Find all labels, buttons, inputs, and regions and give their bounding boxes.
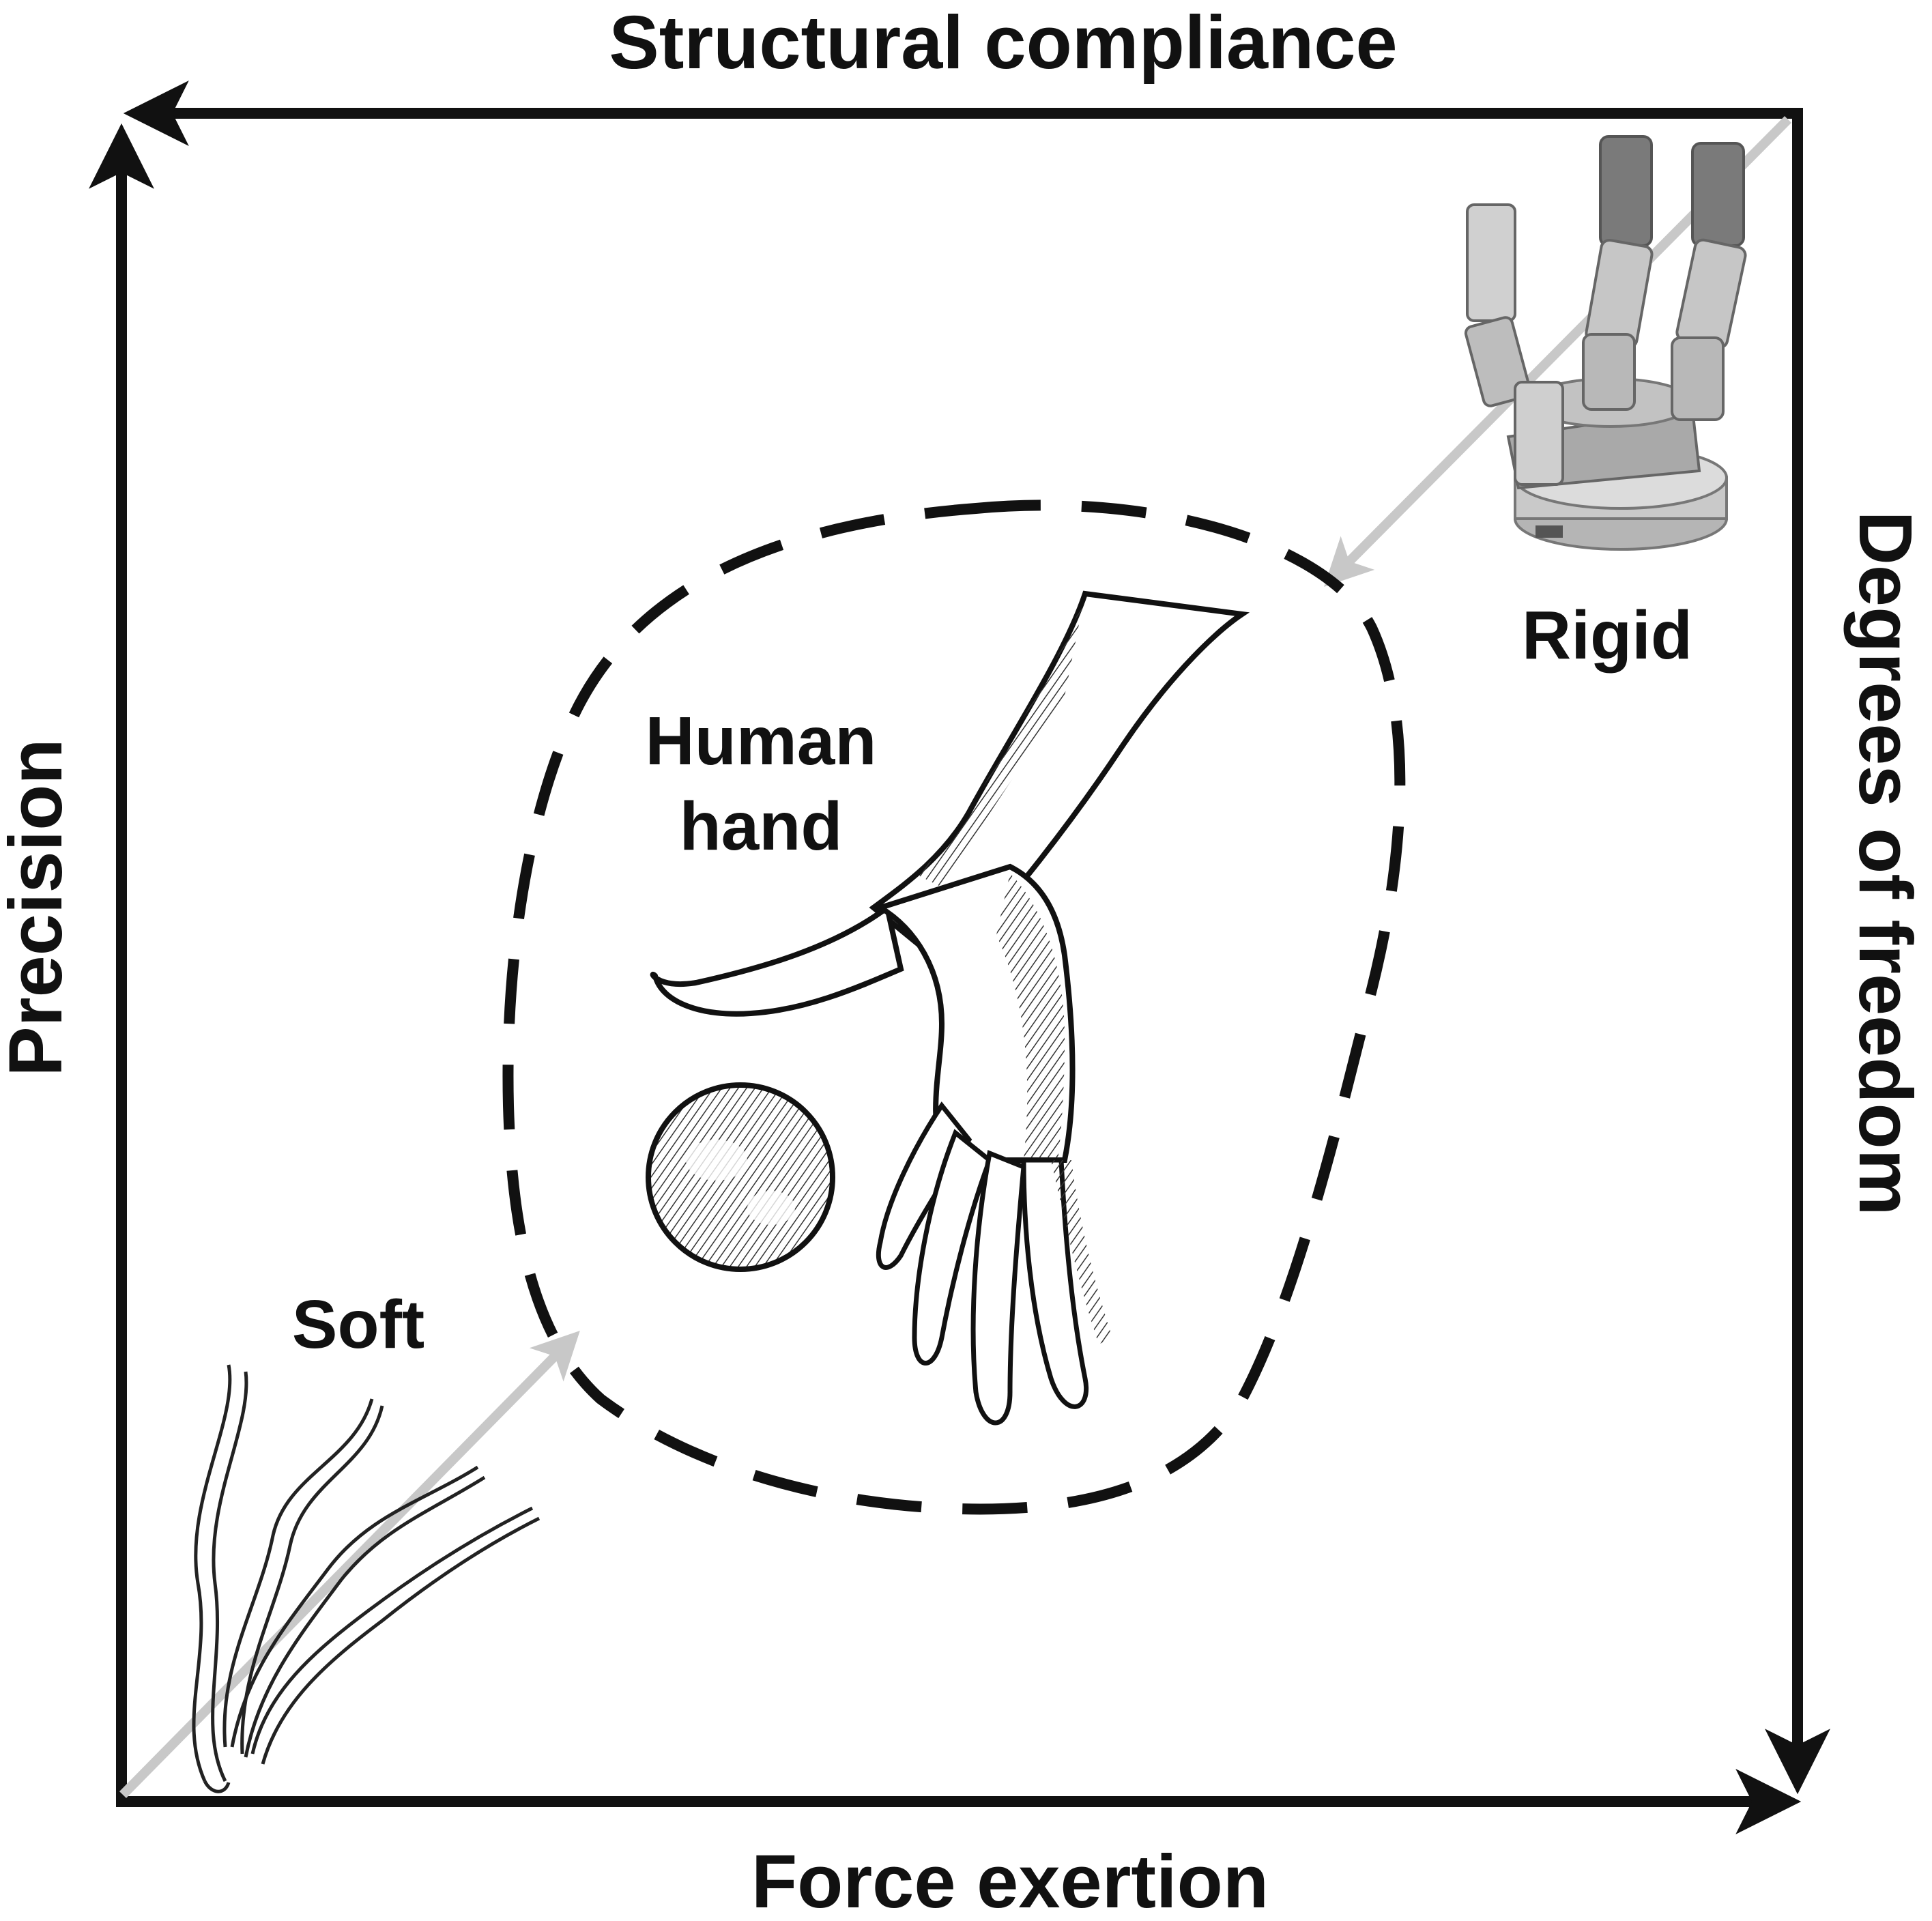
human-hand-with-ball-icon [646,590,1250,1426]
robotic-gripper-icon [1464,135,1747,551]
soft-to-human-arrow [119,1331,580,1798]
human-label-line2: hand [680,788,843,865]
axis-label-top: Structural compliance [609,1,1397,85]
soft-label: Soft [292,1286,424,1363]
human-label-line1: Human [646,703,877,779]
soft-tentacle-gripper-icon [192,1364,540,1793]
human-hand-region [502,500,1406,1515]
axis-label-bottom: Force exertion [751,1840,1269,1918]
rigid-label: Rigid [1522,597,1692,674]
axis-label-right: Degrees of freedom [1843,510,1927,1215]
axis-label-left: Precision [0,738,78,1076]
axes-frame [89,81,1830,1834]
